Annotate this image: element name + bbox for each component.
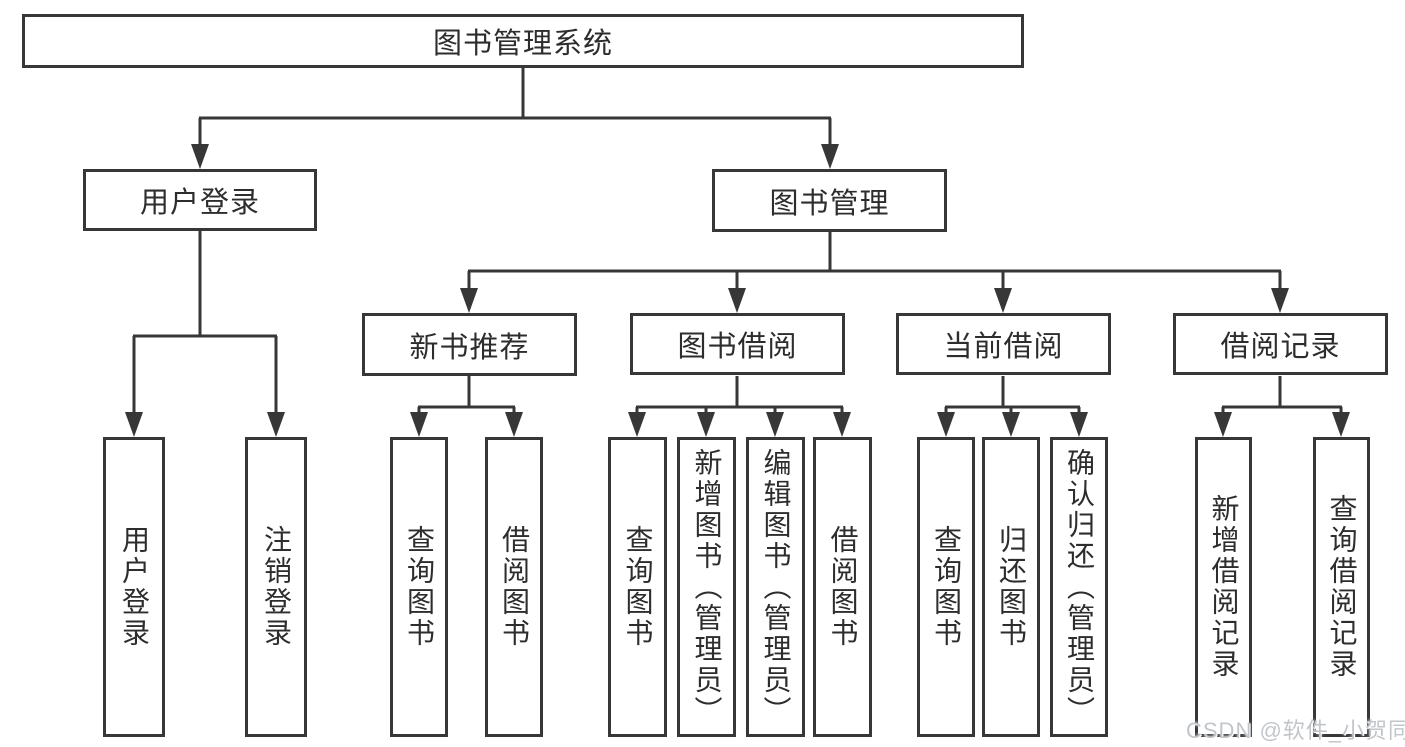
node-label: 新增图书（管理员）	[691, 447, 723, 727]
csdn-watermark: CSDN @软件_小贺同学	[1186, 718, 1405, 743]
node-label: 查询借阅记录	[1326, 494, 1358, 680]
node-book-borrowing: 图书借阅	[630, 313, 845, 375]
leaf-user-login: 用户登录	[103, 437, 165, 737]
node-label: 用户登录	[119, 525, 150, 649]
node-label: 查询图书	[931, 525, 962, 649]
node-label: 编辑图书（管理员）	[760, 447, 792, 727]
node-label: 新增借阅记录	[1208, 494, 1240, 680]
leaf-borrow-books-recommend: 借阅图书	[485, 437, 543, 737]
leaf-add-borrow-record: 新增借阅记录	[1195, 437, 1252, 737]
node-label: 当前借阅	[943, 331, 1064, 363]
node-current-borrowing: 当前借阅	[896, 313, 1111, 375]
node-label: 借阅图书	[827, 525, 859, 649]
node-label: 确认归还（管理员）	[1064, 447, 1095, 727]
node-borrowing-records: 借阅记录	[1173, 313, 1388, 375]
leaf-edit-books-admin: 编辑图书（管理员）	[746, 437, 805, 737]
node-label: 借阅图书	[499, 525, 530, 649]
node-label: 用户登录	[139, 187, 260, 219]
node-user-login: 用户登录	[83, 169, 317, 231]
leaf-return-books: 归还图书	[982, 437, 1040, 737]
leaf-query-books-borrowing: 查询图书	[608, 437, 667, 737]
leaf-query-books-recommend: 查询图书	[390, 437, 448, 737]
leaf-logout: 注销登录	[245, 437, 307, 737]
node-label: 查询图书	[622, 525, 654, 649]
leaf-confirm-return-admin: 确认归还（管理员）	[1050, 437, 1108, 737]
leaf-add-books-admin: 新增图书（管理员）	[677, 437, 736, 737]
leaf-query-borrow-record: 查询借阅记录	[1313, 437, 1370, 737]
node-book-management: 图书管理	[712, 169, 947, 232]
leaf-query-books-current: 查询图书	[917, 437, 975, 737]
node-label: 新书推荐	[409, 331, 530, 364]
node-label: 图书管理	[769, 187, 890, 220]
node-label: 归还图书	[996, 525, 1027, 649]
leaf-borrow-books: 借阅图书	[813, 437, 872, 737]
node-label: 注销登录	[261, 525, 292, 649]
node-label: 图书借阅	[677, 331, 798, 363]
node-label: 借阅记录	[1220, 331, 1341, 363]
node-library-management-system: 图书管理系统	[22, 14, 1024, 68]
node-label: 查询图书	[404, 525, 435, 649]
node-label: 图书管理系统	[432, 28, 613, 60]
node-new-book-recommend: 新书推荐	[362, 313, 577, 376]
